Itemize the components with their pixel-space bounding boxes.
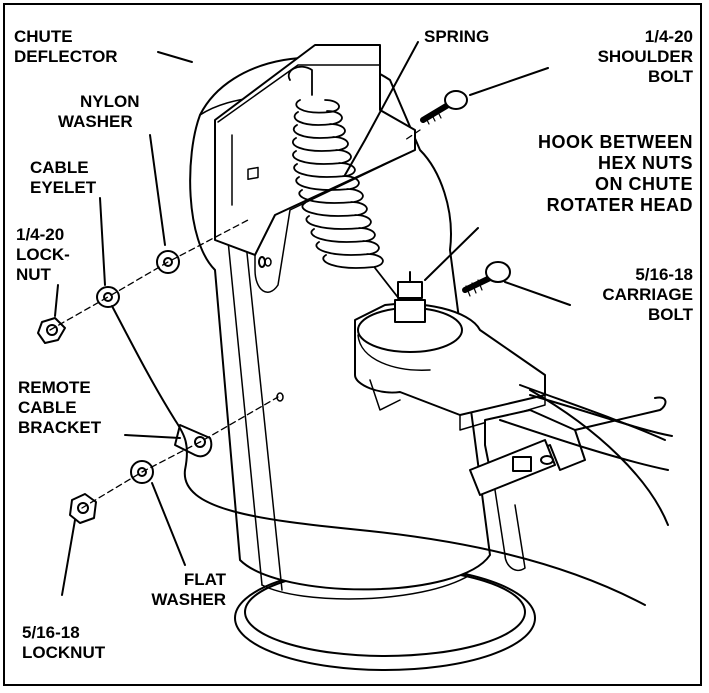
quarter-locknut: [37, 317, 66, 344]
spring: [287, 65, 401, 301]
chute-base-plate: [234, 565, 536, 671]
cable-eyelet: [96, 286, 120, 308]
diagram-border: [3, 3, 702, 686]
locknut-516: [69, 493, 97, 524]
shoulder-bolt: [420, 90, 468, 125]
carriage-bolt: [462, 261, 511, 297]
chute-rotater-head: [354, 271, 546, 431]
alignment-lines: [49, 129, 421, 509]
leader-lines: [54, 41, 571, 596]
cable-mount-bracket: [469, 384, 673, 572]
remote-cable-bracket: [174, 424, 213, 458]
remote-cable: [111, 305, 646, 606]
label-spring: SPRING: [424, 27, 490, 46]
